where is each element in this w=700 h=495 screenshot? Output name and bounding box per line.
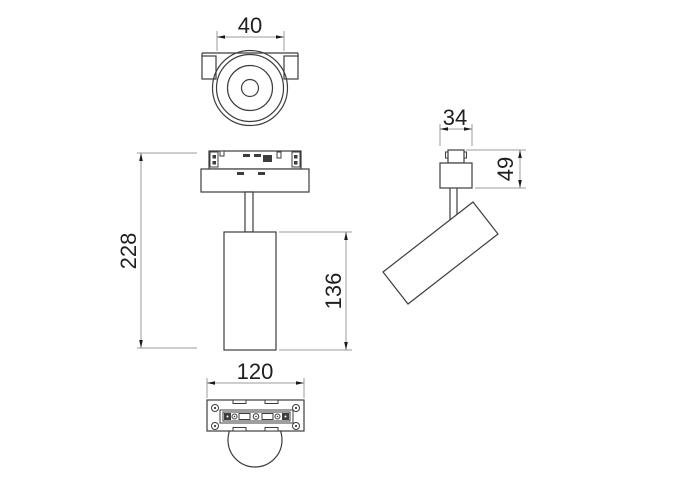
- dim-base-length: 120: [206, 359, 305, 398]
- dim-label-head-width: 40: [238, 13, 262, 38]
- right-contact-bracket: [291, 151, 301, 168]
- edge-notch: [264, 427, 279, 432]
- arrowhead: [518, 150, 522, 158]
- edge-notch: [232, 399, 247, 404]
- dim-label-adapter-depth: 34: [443, 105, 467, 130]
- head-inner-rim-circle: [215, 53, 285, 123]
- arrowhead: [139, 153, 143, 161]
- arrowhead: [296, 381, 304, 385]
- arrowhead: [276, 35, 284, 39]
- edge-notch: [232, 427, 247, 432]
- clip-latch: [276, 151, 282, 159]
- adapter-body: [200, 168, 310, 193]
- arrowhead: [207, 381, 215, 385]
- left-clip-tab: [201, 55, 217, 80]
- adapter-body-side: [439, 162, 473, 189]
- left-contact-bracket: [209, 151, 219, 168]
- top-view: 40: [201, 13, 299, 127]
- edge-notch: [264, 399, 279, 404]
- connector-strip: [219, 409, 294, 424]
- arrowhead: [344, 342, 348, 350]
- arrowhead: [464, 127, 472, 131]
- arrowhead: [518, 180, 522, 188]
- stem: [244, 191, 254, 233]
- side-view: 34 49: [382, 105, 526, 305]
- lens-center-circle: [240, 78, 260, 98]
- front-view: 228 136: [116, 150, 352, 351]
- arrowhead: [440, 127, 448, 131]
- dim-head-width: 40: [216, 13, 285, 51]
- head-outer-circle: [211, 49, 289, 127]
- spot-head-tilted: [382, 201, 499, 305]
- dim-label-base-length: 120: [237, 359, 274, 384]
- dim-label-adapter-height: 49: [493, 157, 518, 181]
- right-clip-tab: [283, 55, 299, 80]
- arrowhead: [139, 340, 143, 348]
- arrowhead: [217, 35, 225, 39]
- arrowhead: [344, 232, 348, 240]
- terminal-slot: [261, 413, 274, 420]
- contact-block: [263, 155, 272, 162]
- bottom-view: 120: [206, 359, 305, 468]
- adapter-clip-side: [447, 149, 465, 164]
- dim-overall-height: 228: [116, 152, 197, 349]
- dim-adapter-height: 49: [466, 149, 526, 189]
- cylinder-body: [223, 231, 277, 351]
- dim-label-body-height: 136: [321, 273, 346, 310]
- dim-body-height: 136: [279, 231, 352, 351]
- corner-screws: [211, 404, 300, 430]
- dim-adapter-depth: 34: [439, 105, 473, 146]
- clip-latch: [219, 150, 225, 157]
- dim-label-overall-height: 228: [116, 233, 141, 270]
- reflector-circle: [226, 64, 274, 112]
- terminal-slot: [238, 413, 251, 420]
